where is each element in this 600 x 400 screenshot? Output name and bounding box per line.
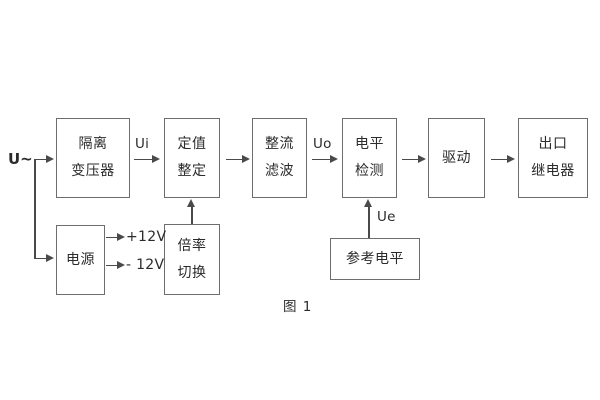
block-reference-level[interactable]: 参考电平 [330, 238, 420, 280]
signal-label-ui: Ui [135, 136, 150, 152]
signal-label-ue: Ue [377, 209, 396, 225]
rail-label-plus-12v: +12V [126, 229, 167, 245]
block-output-relay[interactable]: 出口 继电器 [518, 118, 588, 198]
signal-label-uo: Uo [313, 136, 332, 152]
multiplier-to-setting-arrow-icon [187, 199, 195, 207]
setting-to-rectifier-line [226, 158, 244, 160]
block-line: 电平 [355, 136, 384, 153]
multiplier-to-setting-line [191, 206, 193, 224]
source-to-power-arrow-icon [46, 253, 54, 262]
rail-label-minus-12v: - 12V [126, 257, 165, 273]
block-rectifier-filter[interactable]: 整流 滤波 [252, 118, 307, 198]
block-level-detection[interactable]: 电平 检测 [342, 118, 397, 198]
level-to-driver-line [402, 158, 420, 160]
block-line: 变压器 [71, 163, 115, 179]
source-label-u-ac: U~ [8, 150, 33, 168]
source-to-power-line [34, 257, 48, 259]
rectifier-to-level-arrow-icon [330, 154, 338, 163]
rail-plus-12v-line [106, 236, 122, 238]
rail-minus-12v-arrow-icon [117, 260, 125, 269]
block-line: 切换 [177, 264, 207, 281]
block-line: 隔离 [78, 136, 108, 153]
block-line: 检测 [355, 163, 384, 179]
source-trunk-vertical [34, 158, 36, 259]
rail-plus-12v-arrow-icon [117, 232, 125, 241]
block-line: 滤波 [265, 163, 294, 179]
block-line: 出口 [538, 136, 568, 153]
block-line: 定值 [177, 136, 207, 153]
block-line: 参考电平 [346, 250, 404, 267]
rectifier-to-level-line [312, 158, 332, 160]
reference-to-level-line [368, 206, 370, 238]
block-driver[interactable]: 驱动 [428, 118, 485, 198]
block-line: 电源 [66, 251, 95, 268]
block-line: 倍率 [177, 237, 207, 254]
setting-to-rectifier-arrow-icon [242, 154, 250, 163]
block-line: 整流 [265, 136, 294, 153]
driver-to-relay-line [491, 158, 509, 160]
block-line: 继电器 [531, 163, 575, 179]
reference-to-level-arrow-icon [364, 199, 372, 207]
transformer-to-setting-line [134, 158, 154, 160]
source-to-transformer-arrow-icon [46, 154, 54, 163]
block-multiplier-switch[interactable]: 倍率 切换 [164, 224, 220, 295]
block-power-supply[interactable]: 电源 [56, 225, 105, 295]
block-line: 驱动 [442, 149, 471, 166]
block-line: 整定 [177, 163, 207, 179]
level-to-driver-arrow-icon [418, 154, 426, 163]
source-to-transformer-line [34, 158, 48, 160]
figure-caption: 图 1 [283, 299, 313, 315]
driver-to-relay-arrow-icon [507, 154, 515, 163]
transformer-to-setting-arrow-icon [152, 154, 160, 163]
rail-minus-12v-line [106, 264, 122, 266]
block-setting-value[interactable]: 定值 整定 [164, 118, 220, 198]
block-isolation-transformer[interactable]: 隔离 变压器 [56, 118, 130, 198]
